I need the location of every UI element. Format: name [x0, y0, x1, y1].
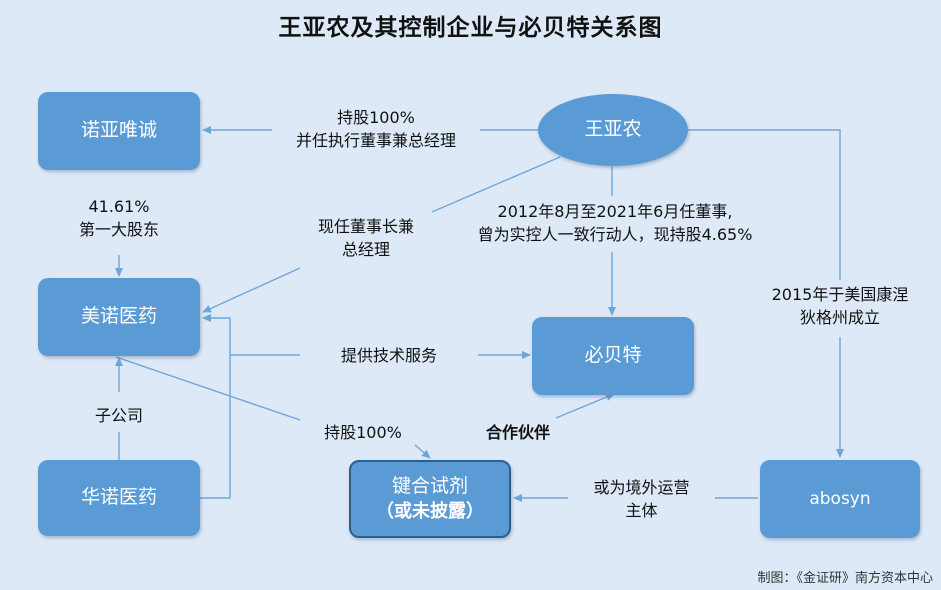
- edge-label-subsidiary: 子公司: [94, 406, 143, 425]
- node-label: 键合试剂: [391, 475, 468, 498]
- edge-label-director: 2012年8月至2021年6月任董事, 曾为实控人一致行动人，现持股4.65%: [477, 202, 753, 245]
- node-label: abosyn: [809, 488, 871, 509]
- node-wangyanong: 王亚农: [538, 94, 688, 166]
- edge-meinuo-to-jianhe-lower: [414, 444, 431, 459]
- edge-wang-to-abosyn-upper: [688, 129, 841, 280]
- node-label: 必贝特: [584, 344, 642, 367]
- node-meinuo: 美诺医药: [38, 278, 200, 356]
- node-jianhe: 键合试剂 （或未披露）: [349, 460, 511, 538]
- edge-label-largest-holder: 41.61% 第一大股东: [78, 197, 159, 240]
- node-sublabel: （或未披露）: [376, 500, 484, 522]
- edge-label-partner: 合作伙伴: [485, 423, 550, 442]
- node-nuoyaweicheng: 诺亚唯诚: [38, 92, 200, 170]
- diagram-title: 王亚农及其控制企业与必贝特关系图: [278, 15, 663, 41]
- edge-label-hold100-nuoya: 持股100% 并任执行董事兼总经理: [295, 108, 456, 151]
- edge-label-tech-service: 提供技术服务: [340, 346, 437, 365]
- edge-partner-to-bibeite: [555, 393, 615, 419]
- edge-label-us-founded: 2015年于美国康涅 狄格州成立: [771, 285, 909, 328]
- edge-wang-to-meinuo-upper: [431, 156, 561, 213]
- node-label: 王亚农: [584, 118, 642, 141]
- node-label: 美诺医药: [80, 305, 157, 328]
- edge-wang-to-meinuo-lower: [202, 267, 301, 313]
- node-label: 华诺医药: [80, 486, 157, 509]
- edge-huanuo-bracket: [200, 314, 231, 499]
- credit-footer: 制图：《金证研》南方资本中心: [757, 571, 933, 586]
- node-bibeite: 必贝特: [532, 317, 694, 395]
- edge-label-hold100-jianhe: 持股100%: [324, 423, 402, 442]
- node-huanuo: 华诺医药: [38, 460, 200, 536]
- edge-label-overseas: 或为境外运营 主体: [593, 478, 690, 521]
- edge-meinuo-to-jianhe-upper: [115, 356, 301, 421]
- edge-label-chairman: 现任董事长兼 总经理: [317, 217, 414, 260]
- node-abosyn: abosyn: [760, 460, 920, 538]
- node-label: 诺亚唯诚: [80, 119, 157, 142]
